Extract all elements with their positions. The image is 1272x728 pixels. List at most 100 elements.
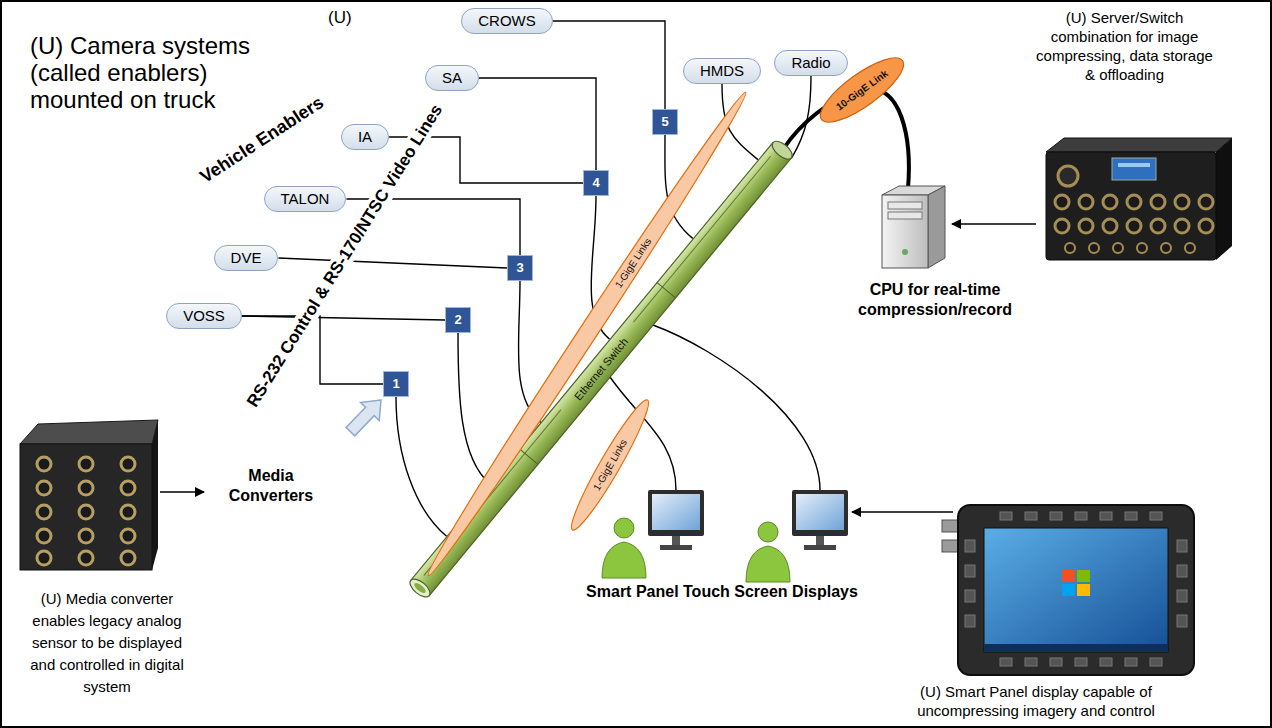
connector-port [37,551,51,565]
enabler-name: IA [358,128,372,145]
connector-port [79,551,93,565]
ellipse-shape [564,395,656,535]
pointer-arrow [852,511,953,513]
label-text: Vehicle Enablers [196,92,327,187]
drive-bay [888,212,922,219]
enabler-name: SA [442,69,462,86]
panel-button [1125,512,1137,520]
panel-body [958,505,1194,675]
panel-button [1050,658,1062,666]
link-ellipse: 10-GigE Link [807,35,917,145]
enabler-name: HMDS [700,62,744,79]
box-side [152,420,158,570]
converter-box: 5 [652,109,678,135]
enabler-name: Radio [791,54,830,71]
connector-port [1185,243,1195,253]
ellipse-shape [812,48,912,133]
converter-number: 2 [454,312,461,327]
server-front [1046,152,1216,260]
panel-button [965,615,975,627]
enabler-pill: IA [341,124,389,150]
monitor-base [804,545,836,550]
connector-port [1103,219,1117,233]
connector-port [79,505,93,519]
connector-port [1151,195,1165,209]
server-screen [1112,158,1156,180]
tube-end [407,576,433,601]
monitor-bezel [648,490,704,536]
connector-port [37,505,51,519]
link-ellipse: 1-GigE Links [293,40,881,628]
connector-port [1113,243,1123,253]
connector-port [1103,195,1117,209]
connector-port [37,457,51,471]
server-photo [1046,138,1232,260]
connector-wire [553,21,665,109]
server-side [1216,138,1232,260]
callout-label: Media Converters [216,466,326,506]
enabler-name: TALON [281,190,330,207]
panel-button [965,540,975,552]
panel-button [1100,512,1112,520]
connector-wire [278,258,507,268]
connector-port [1055,195,1069,209]
panel-button [1177,540,1187,552]
converter-number: 3 [516,260,523,275]
panel-button [1025,512,1037,520]
connector-port [1127,195,1141,209]
enabler-pill: TALON [264,186,347,212]
operator-body [602,542,646,578]
monitor-icon [792,490,848,550]
block-arrow-shape [341,391,390,441]
connector-wire [396,397,447,536]
box-front [20,444,152,570]
label-text: (U) Media converter enables legacy analo… [30,590,183,695]
panel-button [1177,615,1187,627]
converter-number: 5 [661,114,668,129]
monitor-icon [648,490,704,550]
box-top [20,420,158,444]
converter-box: 1 [383,371,409,397]
title-block: (U) Camera systems (called enablers) mou… [30,32,270,113]
monitor-bezel [792,490,848,536]
connector-port [1175,195,1189,209]
ellipse-shape [420,87,752,580]
connector-port [121,529,135,543]
connector-port [79,481,93,495]
label-text: CPU for real-time compression/record [858,281,1012,318]
connector-port [121,481,135,495]
monitor-screen [652,494,700,530]
connector-wire [479,78,596,170]
device-label: Smart Panel Touch Screen Displays [586,583,858,601]
converter-box: 2 [445,307,471,333]
logo-tile [1062,570,1075,582]
connector-port [79,457,93,471]
link-name: 1-GigE Links [613,236,654,290]
operator-body [746,546,790,582]
connector-port [1127,219,1141,233]
panel-button [1100,658,1112,666]
panel-taskbar [984,644,1168,652]
note-text: (U) Media converter enables legacy analo… [22,588,192,698]
label-text: (U) [328,8,352,27]
connector-port [1137,243,1147,253]
panel-button [1150,512,1162,520]
enabler-pill: VOSS [166,303,242,329]
panel-button [1000,658,1012,666]
connector-port [121,505,135,519]
enabler-pill: SA [425,65,479,91]
note-text: (U) Server/Switch combination for image … [1032,8,1217,84]
enabler-pill: Radio [774,50,847,76]
media-converter-photo [20,420,158,570]
enabler-pill: HMDS [683,58,761,84]
panel-button [965,590,975,602]
connector-port [79,529,93,543]
operator-icon [746,522,790,582]
converter-box: 3 [507,255,533,281]
connector-port [37,481,51,495]
connector-port [1151,219,1165,233]
note-text: (U) Smart Panel display capable of uncom… [910,682,1162,720]
smart-panel-photo [942,505,1194,675]
monitor-stand [672,536,680,546]
